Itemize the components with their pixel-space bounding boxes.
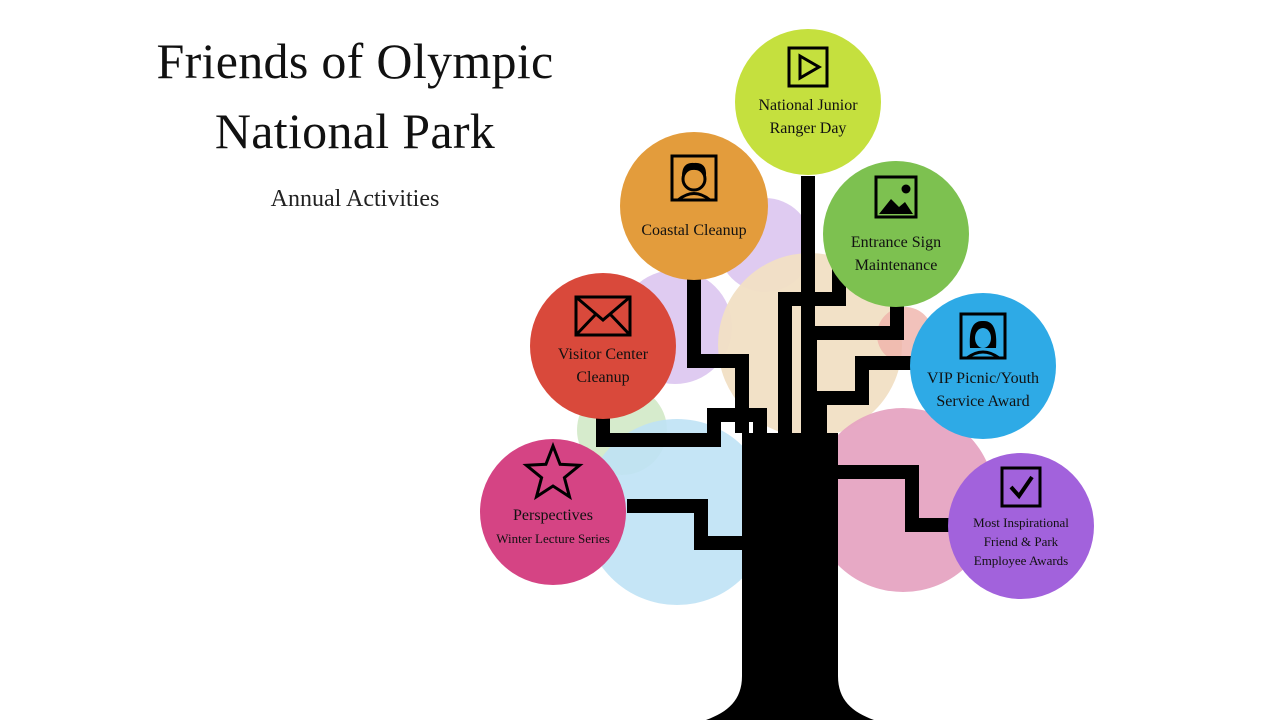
activity-label-visitor-center-line-2: Cleanup — [576, 369, 629, 386]
activity-label-coastal-cleanup-line-1: Coastal Cleanup — [641, 222, 746, 239]
activity-label-inspirational-line-1: Most Inspirational — [973, 515, 1069, 530]
activity-circle-inspirational — [948, 453, 1094, 599]
activity-circle-entrance-sign — [823, 161, 969, 307]
activity-circle-visitor-center — [530, 273, 676, 419]
activity-circle-coastal-cleanup — [620, 132, 768, 280]
activity-label-perspectives-line-1: Perspectives — [513, 507, 593, 524]
activity-circle-vip-picnic — [910, 293, 1056, 439]
branch-vip-picnic — [803, 306, 904, 433]
activity-node-coastal-cleanup: Coastal Cleanup — [620, 132, 768, 280]
checkbox-icon — [1000, 466, 1042, 508]
activity-label-inspirational-line-2: Friend & Park — [984, 534, 1059, 549]
slide-title: Friends of Olympic National Park — [60, 26, 650, 166]
envelope-icon — [574, 295, 632, 337]
title-line-1: Friends of Olympic — [156, 33, 554, 89]
title-block: Friends of Olympic National Park Annual … — [60, 26, 650, 213]
activity-label-junior-ranger-line-2: Ranger Day — [770, 120, 847, 137]
branch-vip-lower — [813, 356, 912, 433]
activity-label-visitor-center-line-1: Visitor Center — [558, 346, 649, 363]
branch-inspirational — [836, 465, 952, 532]
decor-bubble-pink — [811, 408, 995, 592]
activity-label-vip-picnic-line-1: VIP Picnic/Youth — [927, 370, 1039, 387]
activity-label-vip-picnic-line-2: Service Award — [936, 393, 1029, 410]
activity-circle-perspectives — [480, 439, 626, 585]
branch-visitor-center — [596, 408, 767, 447]
slide-subtitle: Annual Activities — [270, 186, 440, 212]
activity-label-entrance-sign-line-2: Maintenance — [855, 257, 938, 274]
branch-perspectives — [627, 499, 748, 550]
activity-label-inspirational-line-3: Employee Awards — [974, 553, 1068, 568]
branch-coastal-cleanup — [687, 276, 749, 433]
activity-label-junior-ranger-line-1: National Junior — [758, 97, 858, 114]
activity-label-perspectives-line-2: Winter Lecture Series — [496, 531, 610, 546]
activity-label-entrance-sign-line-1: Entrance Sign — [851, 234, 941, 251]
title-line-2: National Park — [214, 103, 496, 159]
landscape-picture-icon — [874, 175, 918, 219]
star-icon — [522, 441, 584, 501]
woman-portrait-icon — [959, 312, 1007, 360]
man-portrait-icon — [670, 154, 718, 202]
activity-circle-junior-ranger — [735, 29, 881, 175]
trunk-shape — [706, 433, 874, 720]
play-icon — [787, 46, 829, 88]
